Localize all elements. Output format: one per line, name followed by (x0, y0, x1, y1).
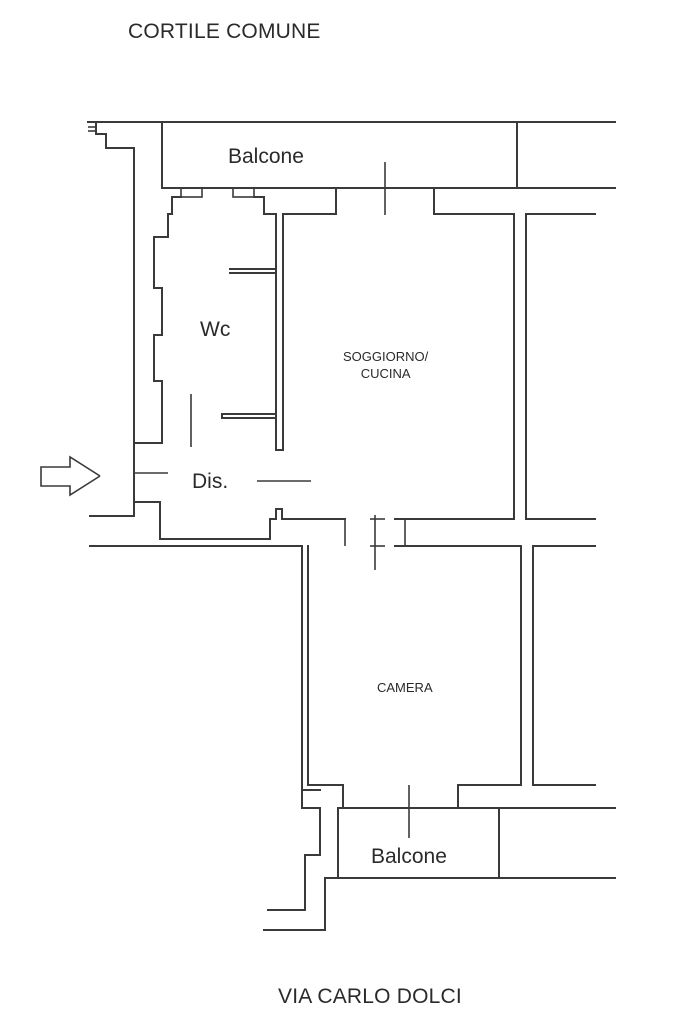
dis-walls (133, 472, 346, 540)
room-label-soggiorno-line2: CUCINA (360, 366, 411, 381)
room-label-soggiorno: SOGGIORNO/ CUCINA (343, 348, 428, 382)
top-street-label: CORTILE COMUNE (128, 20, 321, 43)
mid-walls (89, 162, 522, 809)
bottom-street-label: VIA CARLO DOLCI (278, 985, 462, 1008)
room-label-wc: Wc (200, 318, 231, 341)
room-label-soggiorno-line1: SOGGIORNO/ (343, 349, 429, 364)
room-label-camera: CAMERA (377, 680, 433, 695)
right-neighbour-walls (525, 213, 596, 786)
bottom-stair-walls (263, 789, 326, 931)
wc-windows (180, 187, 255, 198)
wc-walls (133, 187, 337, 451)
left-stair-walls (88, 121, 135, 517)
room-label-balcone-top: Balcone (228, 145, 304, 168)
arrow-right-icon (40, 455, 101, 497)
top-balcony-walls (87, 121, 616, 189)
room-label-balcone-bottom: Balcone (371, 845, 447, 868)
room-label-dis: Dis. (192, 470, 229, 493)
bottom-balcony-walls (324, 785, 616, 879)
